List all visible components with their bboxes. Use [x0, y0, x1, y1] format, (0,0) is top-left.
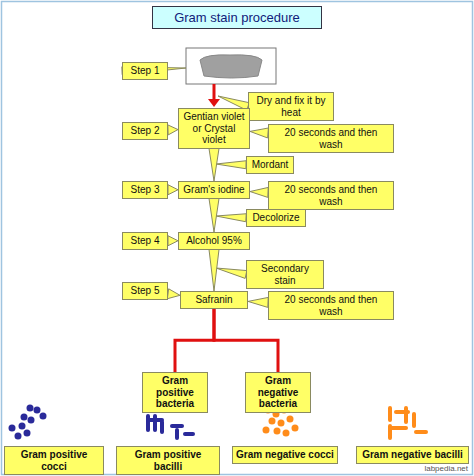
box-text: Decolorize: [250, 212, 302, 224]
callout-box: 20 seconds and then wash: [268, 181, 394, 210]
box-text: 20 seconds and then wash: [272, 184, 390, 207]
box-text: Gram negative bacilli: [360, 449, 465, 461]
callout-pointer: [167, 289, 180, 299]
callout-box: Step 2: [122, 122, 168, 140]
callout-box: Gram's iodine: [178, 181, 250, 199]
slide: [186, 48, 276, 84]
callout-box: Step 4: [122, 232, 168, 250]
box-text: Gram's iodine: [182, 184, 246, 196]
callout-box: Gram negative bacilli: [356, 446, 469, 464]
box-text: Secondary stain: [250, 263, 320, 286]
callout-box: Step 1: [122, 62, 168, 80]
callout-box: Mordant: [246, 156, 294, 174]
callout-pointer: [168, 125, 178, 135]
callout-tail: [216, 161, 246, 169]
box-text: Gentian violet or Crystal violet: [182, 111, 246, 146]
callout-pointer: [209, 250, 219, 292]
box-text: Gram positive cocci: [8, 449, 100, 472]
callout-box: 20 seconds and then wash: [268, 124, 394, 153]
callout-box: Safranin: [180, 291, 248, 309]
box-text: 20 seconds and then wash: [272, 294, 390, 317]
box-text: Step 5: [126, 285, 164, 297]
gram-negative-bacilli-icon: [388, 406, 428, 440]
box-text: Step 3: [126, 184, 164, 196]
callout-pointer: [248, 297, 268, 307]
callout-pointer: [209, 149, 219, 182]
title: Gram stain procedure: [152, 6, 322, 29]
callout-pointer: [250, 187, 268, 197]
callout-box: Step 3: [122, 181, 168, 199]
box-text: 20 seconds and then wash: [272, 127, 390, 150]
callout-box: Gram positive cocci: [4, 446, 104, 475]
callout-pointer: [168, 236, 178, 246]
callout-pointer: [209, 199, 219, 233]
callout-box: Gram negative cocci: [232, 446, 338, 464]
callout-pointer: [168, 185, 178, 195]
red-arrow: [208, 84, 220, 107]
box-text: Step 1: [126, 65, 164, 77]
box-text: Step 4: [126, 235, 164, 247]
box-text: Alcohol 95%: [182, 235, 246, 247]
box-text: Step 2: [126, 125, 164, 137]
box-text: Gram negative bacteria: [249, 375, 307, 410]
gram-positive-cocci-icon: [9, 405, 47, 440]
callout-box: Secondary stain: [246, 260, 324, 289]
callout-box: Step 5: [122, 282, 168, 300]
callout-box: Gram positive bacteria: [142, 372, 208, 413]
box-text: Mordant: [250, 159, 290, 171]
callout-tail: [216, 214, 246, 222]
callout-box: Alcohol 95%: [178, 232, 250, 250]
box-text: Gram positive bacteria: [146, 375, 204, 410]
box-text: Gram positive bacilli: [120, 449, 216, 472]
callout-box: Decolorize: [246, 209, 306, 227]
callout-box: 20 seconds and then wash: [268, 291, 394, 320]
gram-positive-bacilli-icon: [146, 414, 195, 440]
bracket-line: [175, 309, 214, 373]
box-text: Gram negative cocci: [236, 449, 334, 461]
callout-tail: [216, 268, 247, 278]
callout-pointer: [250, 128, 268, 138]
callout-box: Dry and fix it by heat: [248, 92, 334, 121]
callout-box: Gram positive bacilli: [116, 446, 220, 475]
callout-box: Gram negative bacteria: [245, 372, 311, 413]
box-text: Safranin: [184, 294, 244, 306]
box-text: Dry and fix it by heat: [252, 95, 330, 118]
watermark: labpedia.net: [424, 464, 468, 473]
callout-box: Gentian violet or Crystal violet: [178, 108, 250, 149]
